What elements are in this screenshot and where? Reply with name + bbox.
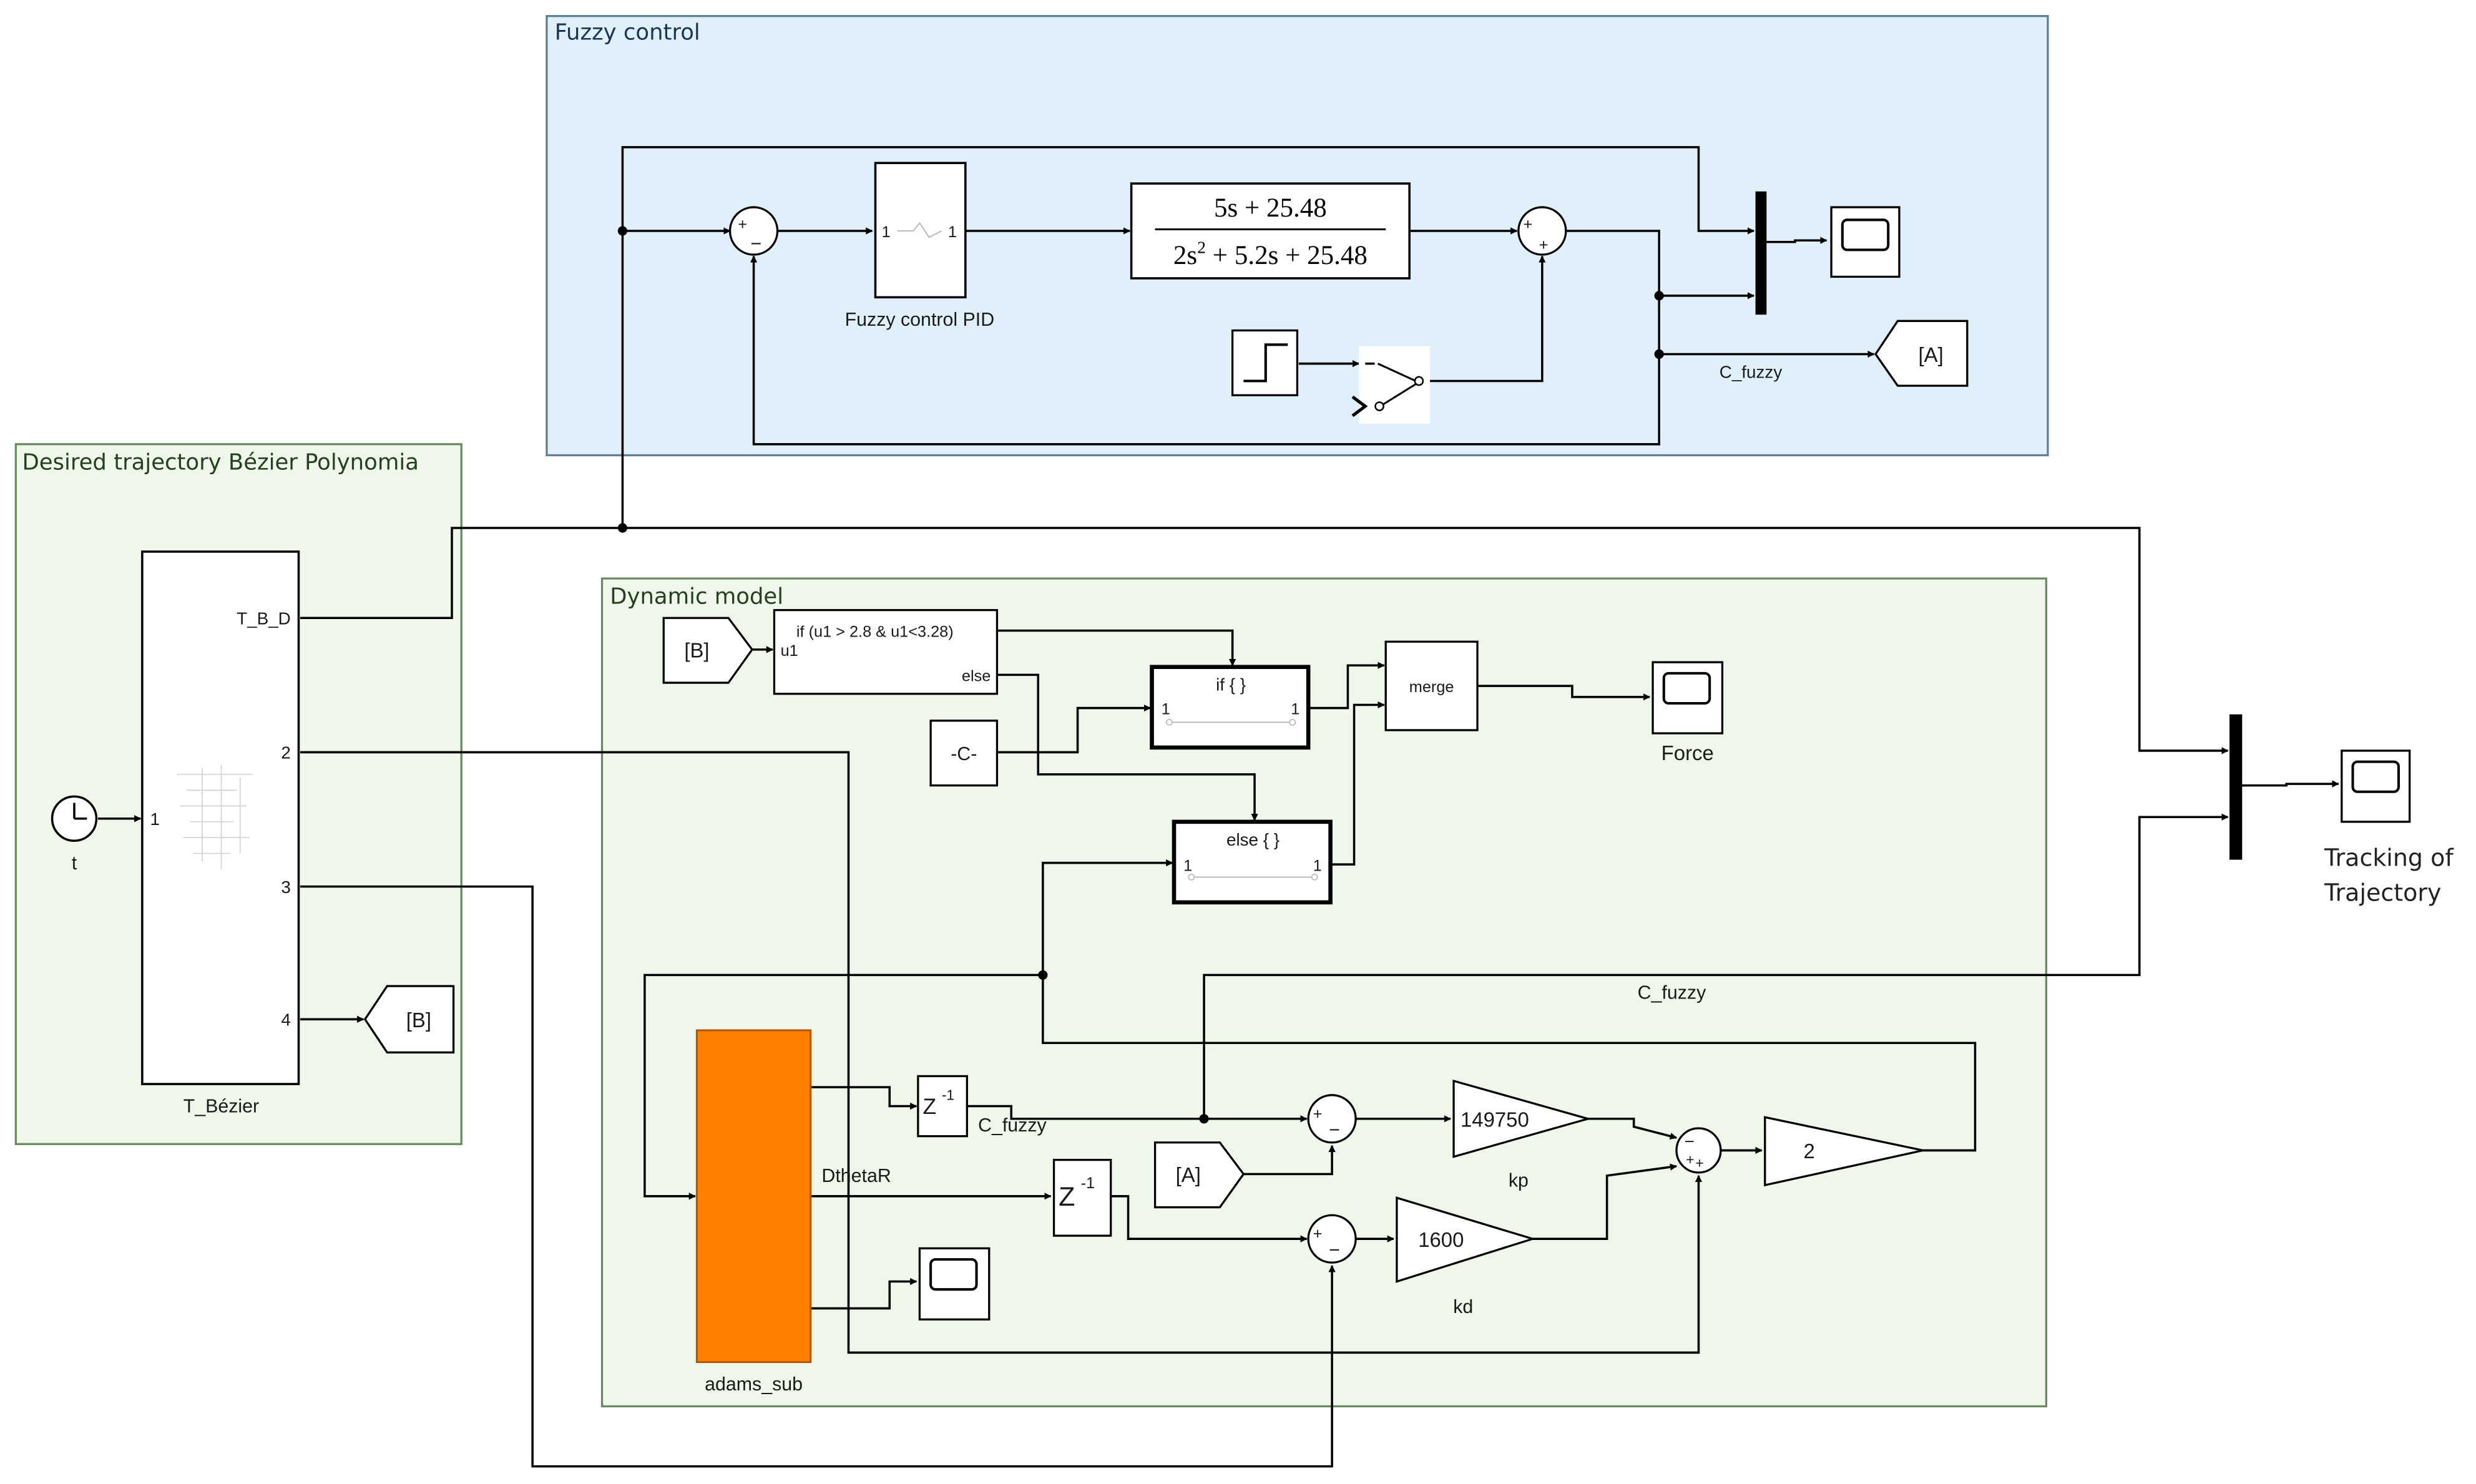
- svg-text:+: +: [1313, 1225, 1323, 1242]
- mux-tracking[interactable]: [2229, 714, 2243, 860]
- svg-text:−: −: [1329, 1240, 1340, 1261]
- sum-block-2[interactable]: + +: [1517, 206, 1567, 256]
- kp-label: kp: [1509, 1171, 1529, 1191]
- junction-dots: [617, 226, 1664, 1124]
- goto-a[interactable]: [A]: [1874, 320, 1969, 387]
- manual-switch[interactable]: [1351, 346, 1431, 424]
- svg-text:+: +: [738, 215, 747, 233]
- from-a[interactable]: [A]: [1153, 1141, 1245, 1209]
- mux-fuzzy[interactable]: [1755, 191, 1767, 315]
- tf-denominator: 2s2 + 5.2s + 25.48: [1173, 238, 1368, 270]
- fuzzy-pid-block[interactable]: 1 1 Fuzzy control PID: [845, 162, 995, 330]
- if-block[interactable]: if (u1 > 2.8 & u1<3.28) u1 else: [773, 608, 999, 695]
- dynamic-model-group: Dynamic model: [600, 577, 2048, 1408]
- unit-delay-1[interactable]: Z -1: [917, 1075, 968, 1138]
- svg-text:Z: Z: [1059, 1182, 1075, 1212]
- svg-text:[B]: [B]: [406, 1008, 431, 1032]
- svg-text:-1: -1: [1081, 1174, 1095, 1192]
- adams-label: adams_sub: [705, 1374, 803, 1395]
- step-block[interactable]: [1231, 329, 1299, 396]
- svg-text:if (u1 > 2.8 & u1<3.28): if (u1 > 2.8 & u1<3.28): [796, 623, 954, 641]
- sum-block-4[interactable]: + −: [1307, 1214, 1357, 1264]
- svg-text:1: 1: [1162, 701, 1170, 718]
- dynamic-group-title: Dynamic model: [610, 583, 783, 609]
- fuzzy-group-title: Fuzzy control: [555, 20, 700, 46]
- svg-text:149750: 149750: [1461, 1108, 1529, 1131]
- svg-text:1: 1: [150, 809, 160, 829]
- bezier-label: T_Bézier: [183, 1096, 259, 1117]
- svg-text:3: 3: [281, 877, 290, 897]
- svg-text:u1: u1: [781, 642, 798, 660]
- svg-text:+: +: [1523, 215, 1532, 233]
- svg-text:−: −: [1329, 1120, 1340, 1141]
- sum-block-3[interactable]: + −: [1307, 1094, 1357, 1144]
- svg-text:else: else: [962, 668, 991, 685]
- svg-text:if { }: if { }: [1216, 675, 1246, 695]
- signal-label-c-fuzzy-top: C_fuzzy: [1720, 362, 1783, 381]
- scope-adams[interactable]: [918, 1247, 991, 1320]
- scope-force[interactable]: Force: [1651, 661, 1724, 764]
- svg-text:-C-: -C-: [951, 744, 977, 764]
- svg-text:4: 4: [281, 1010, 290, 1029]
- svg-text:[B]: [B]: [684, 639, 709, 662]
- merge-block[interactable]: merge: [1384, 640, 1479, 731]
- svg-text:1: 1: [948, 223, 957, 241]
- desired-group-title: Desired trajectory Bézier Polynomia: [22, 449, 418, 475]
- svg-text:[A]: [A]: [1176, 1163, 1201, 1186]
- svg-text:1: 1: [1313, 857, 1322, 874]
- scope-fuzzy[interactable]: [1830, 206, 1901, 278]
- signal-lines: [97, 146, 2339, 1468]
- if-action-subsystem[interactable]: if { } 1 1: [1150, 665, 1311, 750]
- svg-text:else { }: else { }: [1226, 830, 1280, 849]
- svg-text:2: 2: [281, 743, 290, 763]
- else-action-subsystem[interactable]: else { } 1 1: [1172, 819, 1333, 905]
- svg-text:2: 2: [1804, 1140, 1815, 1163]
- sum-block-5[interactable]: − + +: [1675, 1127, 1722, 1174]
- svg-text:+: +: [1686, 1151, 1694, 1168]
- goto-b[interactable]: [B]: [363, 985, 455, 1054]
- svg-text:+: +: [1695, 1154, 1703, 1171]
- from-b[interactable]: [B]: [662, 617, 754, 684]
- transfer-function-block[interactable]: 5s + 25.48 2s2 + 5.2s + 25.48: [1130, 182, 1411, 280]
- tf-numerator: 5s + 25.48: [1214, 193, 1327, 223]
- svg-text:1: 1: [1291, 701, 1299, 718]
- signal-label-dthetar: DthetaR: [821, 1166, 891, 1186]
- svg-text:−: −: [1685, 1131, 1695, 1151]
- svg-text:1600: 1600: [1418, 1228, 1464, 1251]
- svg-text:−: −: [751, 233, 762, 254]
- constant-block[interactable]: -C-: [929, 720, 999, 787]
- svg-text:T_B_D: T_B_D: [237, 608, 291, 628]
- sum-block-1[interactable]: + −: [728, 206, 779, 256]
- svg-text:1: 1: [882, 223, 891, 241]
- svg-text:-1: -1: [942, 1086, 954, 1103]
- gain-2[interactable]: 2: [1764, 1116, 1924, 1187]
- svg-text:merge: merge: [1409, 678, 1454, 696]
- adams-sub-block[interactable]: adams_sub: [695, 1029, 812, 1395]
- svg-text:[A]: [A]: [1918, 343, 1943, 366]
- clock-label: t: [72, 853, 77, 874]
- force-label: Force: [1661, 741, 1714, 764]
- signal-label-c-fuzzy-mid: C_fuzzy: [1638, 982, 1706, 1003]
- gain-kp[interactable]: 149750 kp: [1452, 1079, 1592, 1191]
- svg-text:Z: Z: [922, 1094, 936, 1119]
- kd-label: kd: [1453, 1297, 1473, 1317]
- gain-kd[interactable]: 1600 kd: [1396, 1196, 1537, 1317]
- bezier-subsystem[interactable]: 1 T_B_D 2 3 4 T_Bézier: [141, 550, 300, 1117]
- unit-delay-2[interactable]: Z -1: [1052, 1158, 1112, 1237]
- svg-text:1: 1: [1183, 857, 1192, 874]
- clock-block[interactable]: t: [51, 795, 98, 874]
- svg-text:+: +: [1313, 1105, 1323, 1123]
- signal-label-c-fuzzy-low: C_fuzzy: [978, 1115, 1047, 1136]
- fuzzy-pid-label: Fuzzy control PID: [845, 310, 995, 330]
- svg-text:+: +: [1539, 236, 1549, 253]
